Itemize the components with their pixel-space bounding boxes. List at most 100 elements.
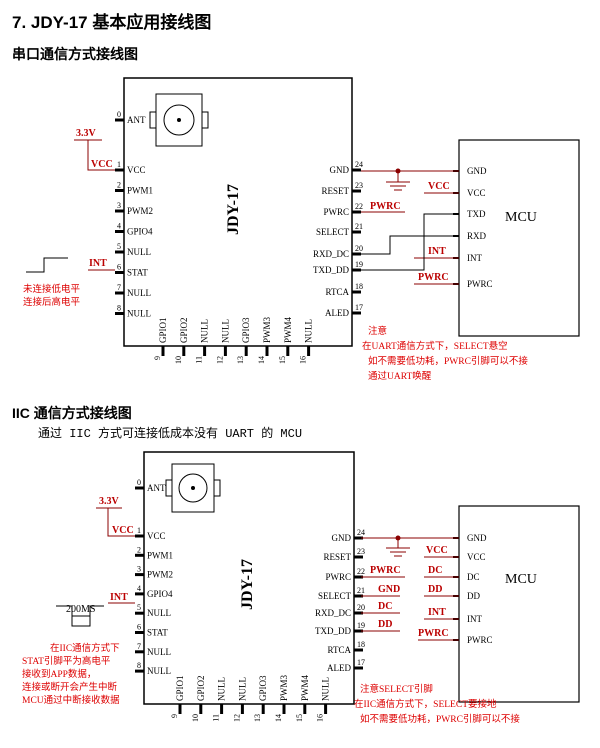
pin-number: 16 xyxy=(299,356,308,364)
pin-name: RXD_DC xyxy=(313,249,349,259)
pin-number: 13 xyxy=(236,356,245,364)
pin-name: GPIO1 xyxy=(158,317,168,343)
chip-name: JDY-17 xyxy=(225,184,242,235)
pin-number: 20 xyxy=(355,244,363,253)
pin-name: NULL xyxy=(220,319,230,343)
mcu-pin-name: VCC xyxy=(467,188,486,198)
note-line: 在IIC通信方式下，SELECT要接地 xyxy=(354,698,497,710)
pin-number: 12 xyxy=(232,714,241,722)
pin-name: NULL xyxy=(127,309,151,319)
mcu-pin-name: PWRC xyxy=(467,635,493,645)
pin-name: GPIO4 xyxy=(127,227,153,237)
pin-name: RTCA xyxy=(326,287,350,297)
pin-name: PWM2 xyxy=(147,570,173,580)
mcu-pin-name: GND xyxy=(467,533,487,543)
pin-name: NULL xyxy=(304,319,314,343)
pin-name: NULL xyxy=(127,247,151,257)
note-line: 注意 xyxy=(368,325,387,337)
mcu-label: MCU xyxy=(505,210,537,225)
left-note-line: 在IIC通信方式下 xyxy=(50,642,120,654)
dd-label: DD xyxy=(378,619,392,630)
mcu-pwrc-label: PWRC xyxy=(418,272,449,283)
pin-name: PWRC xyxy=(325,572,351,582)
pin-name: RTCA xyxy=(328,645,352,655)
note-line: 如不需要低功耗，PWRC引脚可以不接 xyxy=(360,713,520,725)
pin-number: 22 xyxy=(355,202,363,211)
antenna-icon xyxy=(165,463,221,513)
pin-name: GPIO3 xyxy=(241,317,251,343)
pin-name: GPIO2 xyxy=(179,317,189,343)
pin-name: PWM4 xyxy=(300,674,310,701)
pin-name: RESET xyxy=(321,186,349,196)
pin-number: 19 xyxy=(357,621,365,630)
pin-name: GND xyxy=(330,165,350,175)
pin-number: 14 xyxy=(274,714,283,722)
pin-number: 9 xyxy=(170,714,179,718)
pin-number: 21 xyxy=(357,586,365,595)
mcu-pin-name: PWRC xyxy=(467,279,493,289)
ant-pin: 0 ANT xyxy=(115,110,146,125)
note-line: 注意SELECT引脚 xyxy=(360,683,433,695)
mcu-pin-name: TXD xyxy=(467,209,486,219)
pwrc-label: PWRC xyxy=(370,565,401,576)
pin-number: 8 xyxy=(137,661,141,670)
pin-number: 4 xyxy=(117,222,121,231)
antenna-icon xyxy=(149,93,209,147)
supply-label: 3.3V xyxy=(99,496,120,507)
junction-dot xyxy=(395,535,401,541)
mcu-dc-label: DC xyxy=(428,565,442,576)
pin-name: RXD_DC xyxy=(315,608,351,618)
pin-number: 2 xyxy=(137,545,141,554)
left-note-line: 接收到APP数据， xyxy=(22,668,96,680)
pin-name: NULL xyxy=(147,666,171,676)
pin-number: 7 xyxy=(117,283,121,292)
pin-number: 10 xyxy=(174,356,183,364)
pin-number: 15 xyxy=(295,714,304,722)
mcu-vcc-label: VCC xyxy=(426,545,448,556)
pin-number: 5 xyxy=(137,603,141,612)
mcu-box xyxy=(458,139,580,337)
mcu-pin-name: INT xyxy=(467,614,482,624)
int-label: INT xyxy=(89,258,107,269)
bottom-pins: 9GPIO110GPIO211NULL12NULL13GPIO314PWM315… xyxy=(153,316,314,364)
left-note-line: MCU通过中断接收数据 xyxy=(22,694,120,706)
left-note-line: 连接后高电平 xyxy=(23,296,81,308)
mcu-pin-name: GND xyxy=(467,166,487,176)
pin-name: NULL xyxy=(321,677,331,701)
uart-heading: 串口通信方式接线图 xyxy=(12,46,138,62)
pin-name: SELECT xyxy=(318,591,352,601)
pin-number: 16 xyxy=(316,714,325,722)
supply-label: 3.3V xyxy=(76,128,97,139)
pin-number: 5 xyxy=(117,242,121,251)
pin-name: GPIO2 xyxy=(196,675,206,701)
gnd-label: GND xyxy=(378,584,400,595)
svg-text:ANT: ANT xyxy=(127,115,146,125)
mcu-int-label: INT xyxy=(428,607,446,618)
pin-name: PWM2 xyxy=(127,206,153,216)
pin-number: 6 xyxy=(117,263,121,272)
left-note-line: 未连接低电平 xyxy=(23,283,81,295)
mcu-int-label: INT xyxy=(428,246,446,257)
pin-number: 22 xyxy=(357,567,365,576)
note-line: 在UART通信方式下，SELECT悬空 xyxy=(362,340,508,352)
pin-name: VCC xyxy=(147,531,166,541)
pin-number: 23 xyxy=(357,547,365,556)
pin-name: PWM4 xyxy=(283,316,293,343)
pulse-waveform xyxy=(56,605,104,627)
vcc-label: VCC xyxy=(91,159,113,170)
pin-number: 12 xyxy=(215,356,224,364)
svg-text:0: 0 xyxy=(117,110,121,119)
stat-waveform xyxy=(26,257,68,273)
pin-number: 20 xyxy=(357,603,365,612)
pin-number: 21 xyxy=(355,222,363,231)
pin-number: 23 xyxy=(355,181,363,190)
pin-number: 9 xyxy=(153,356,162,360)
svg-text:0: 0 xyxy=(137,478,141,487)
pin-name: RESET xyxy=(323,552,351,562)
pin-number: 15 xyxy=(278,356,287,364)
junction-dot xyxy=(395,168,401,174)
pin-number: 11 xyxy=(212,714,221,722)
pin-number: 1 xyxy=(117,160,121,169)
pin-name: NULL xyxy=(147,608,171,618)
mcu-pin-name: VCC xyxy=(467,552,486,562)
